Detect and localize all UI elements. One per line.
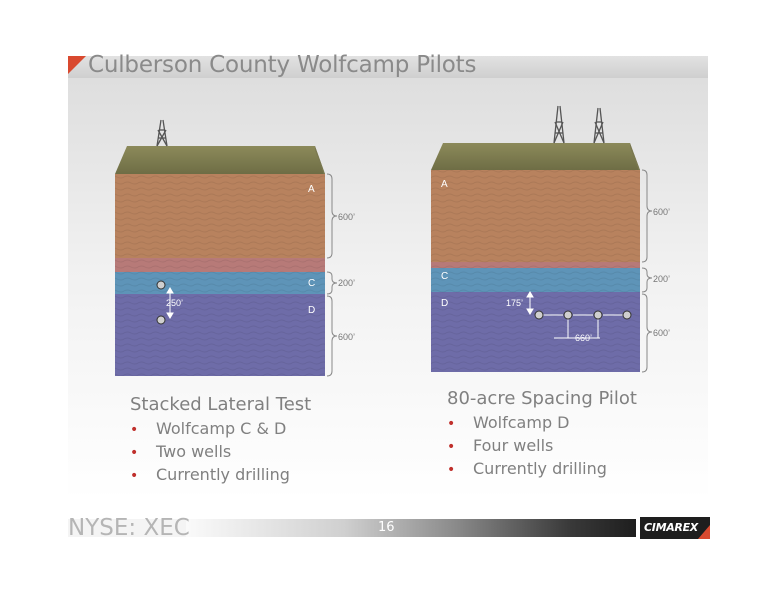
list-item-text: Currently drilling bbox=[473, 459, 607, 478]
logo-text: CIMAREX bbox=[644, 521, 698, 534]
left-surface-top bbox=[115, 146, 325, 174]
right-caption-title: 80-acre Spacing Pilot bbox=[447, 388, 637, 409]
bullet-icon: • bbox=[130, 468, 139, 484]
right-layer-label-d: D bbox=[441, 298, 448, 309]
left-vertical-spacing-arrow bbox=[166, 287, 174, 319]
right-horizontal-spacing-label: 660’ bbox=[575, 333, 592, 343]
footer-bar bbox=[186, 519, 636, 537]
list-item: • Wolfcamp C & D bbox=[130, 418, 311, 441]
right-thickness-braces bbox=[641, 169, 653, 373]
left-thickness-braces bbox=[326, 173, 338, 377]
right-well-4 bbox=[622, 310, 632, 320]
right-well-3 bbox=[593, 310, 603, 320]
right-thickness-a: 600’ bbox=[653, 207, 670, 217]
right-thickness-d: 600’ bbox=[653, 328, 670, 338]
bullet-icon: • bbox=[130, 445, 139, 461]
left-layer-label-d: D bbox=[308, 305, 315, 316]
footer-bar-left bbox=[68, 519, 186, 537]
bullet-icon: • bbox=[447, 462, 456, 478]
left-vertical-spacing-label: 250’ bbox=[166, 298, 183, 308]
right-caption: 80-acre Spacing Pilot • Wolfcamp D • Four … bbox=[447, 388, 637, 481]
title-accent-triangle bbox=[68, 56, 86, 74]
list-item: • Two wells bbox=[130, 441, 311, 464]
left-layer-label-c: C bbox=[308, 278, 315, 289]
drilling-rig-icon bbox=[553, 105, 565, 144]
list-item: • Four wells bbox=[447, 435, 637, 458]
list-item-text: Currently drilling bbox=[156, 465, 290, 484]
right-caption-list: • Wolfcamp D • Four wells • Currently drill… bbox=[447, 412, 637, 481]
right-layer-label-c: C bbox=[441, 271, 448, 282]
list-item-text: Two wells bbox=[156, 442, 232, 461]
right-texture bbox=[431, 170, 640, 372]
right-well-1 bbox=[534, 310, 544, 320]
left-well-d bbox=[156, 315, 166, 325]
left-layer-label-a: A bbox=[308, 184, 315, 195]
left-texture bbox=[115, 174, 325, 376]
bullet-icon: • bbox=[447, 439, 456, 455]
list-item-text: Four wells bbox=[473, 436, 554, 455]
list-item-text: Wolfcamp C & D bbox=[156, 419, 287, 438]
right-surface-side bbox=[630, 143, 640, 174]
list-item: • Currently drilling bbox=[130, 464, 311, 487]
left-caption-list: • Wolfcamp C & D • Two wells • Currently dr… bbox=[130, 418, 311, 487]
right-vertical-offset-label: 175’ bbox=[506, 298, 523, 308]
bullet-icon: • bbox=[130, 422, 139, 438]
left-thickness-d: 600’ bbox=[338, 332, 355, 342]
right-thickness-c: 200’ bbox=[653, 274, 670, 284]
geology-figure: A C D 250’ 600’ 200’ 600’ bbox=[115, 105, 670, 377]
right-well-2 bbox=[563, 310, 573, 320]
list-item: • Wolfcamp D bbox=[447, 412, 637, 435]
left-caption-title: Stacked Lateral Test bbox=[130, 394, 312, 415]
right-well-spacing-arrows bbox=[543, 314, 623, 339]
title-bar bbox=[68, 56, 708, 78]
stock-ticker: NYSE: XEC bbox=[68, 515, 190, 541]
bullet-icon: • bbox=[447, 416, 456, 432]
left-thickness-c: 200’ bbox=[338, 278, 355, 288]
left-surface-side bbox=[315, 146, 325, 178]
right-vertical-offset-arrow bbox=[526, 291, 534, 315]
left-thickness-a: 600’ bbox=[338, 212, 355, 222]
left-caption: Stacked Lateral Test • Wolfcamp C & D • Tw… bbox=[130, 394, 311, 487]
right-block-diagram: A C D 175’ 660’ bbox=[431, 105, 670, 373]
drilling-rig-icon bbox=[593, 107, 605, 144]
left-block-diagram: A C D 250’ 600’ 200’ 600’ bbox=[115, 119, 355, 377]
logo-accent-triangle bbox=[698, 525, 710, 539]
page-number: 16 bbox=[378, 520, 395, 535]
left-well-c bbox=[156, 280, 166, 290]
drilling-rig-icon bbox=[156, 119, 168, 147]
company-logo: CIMAREX bbox=[640, 517, 710, 539]
right-layer-label-a: A bbox=[441, 179, 448, 190]
right-surface-top bbox=[431, 143, 640, 170]
list-item: • Currently drilling bbox=[447, 458, 637, 481]
list-item-text: Wolfcamp D bbox=[473, 413, 570, 432]
slide-title: Culberson County Wolfcamp Pilots bbox=[88, 52, 477, 78]
